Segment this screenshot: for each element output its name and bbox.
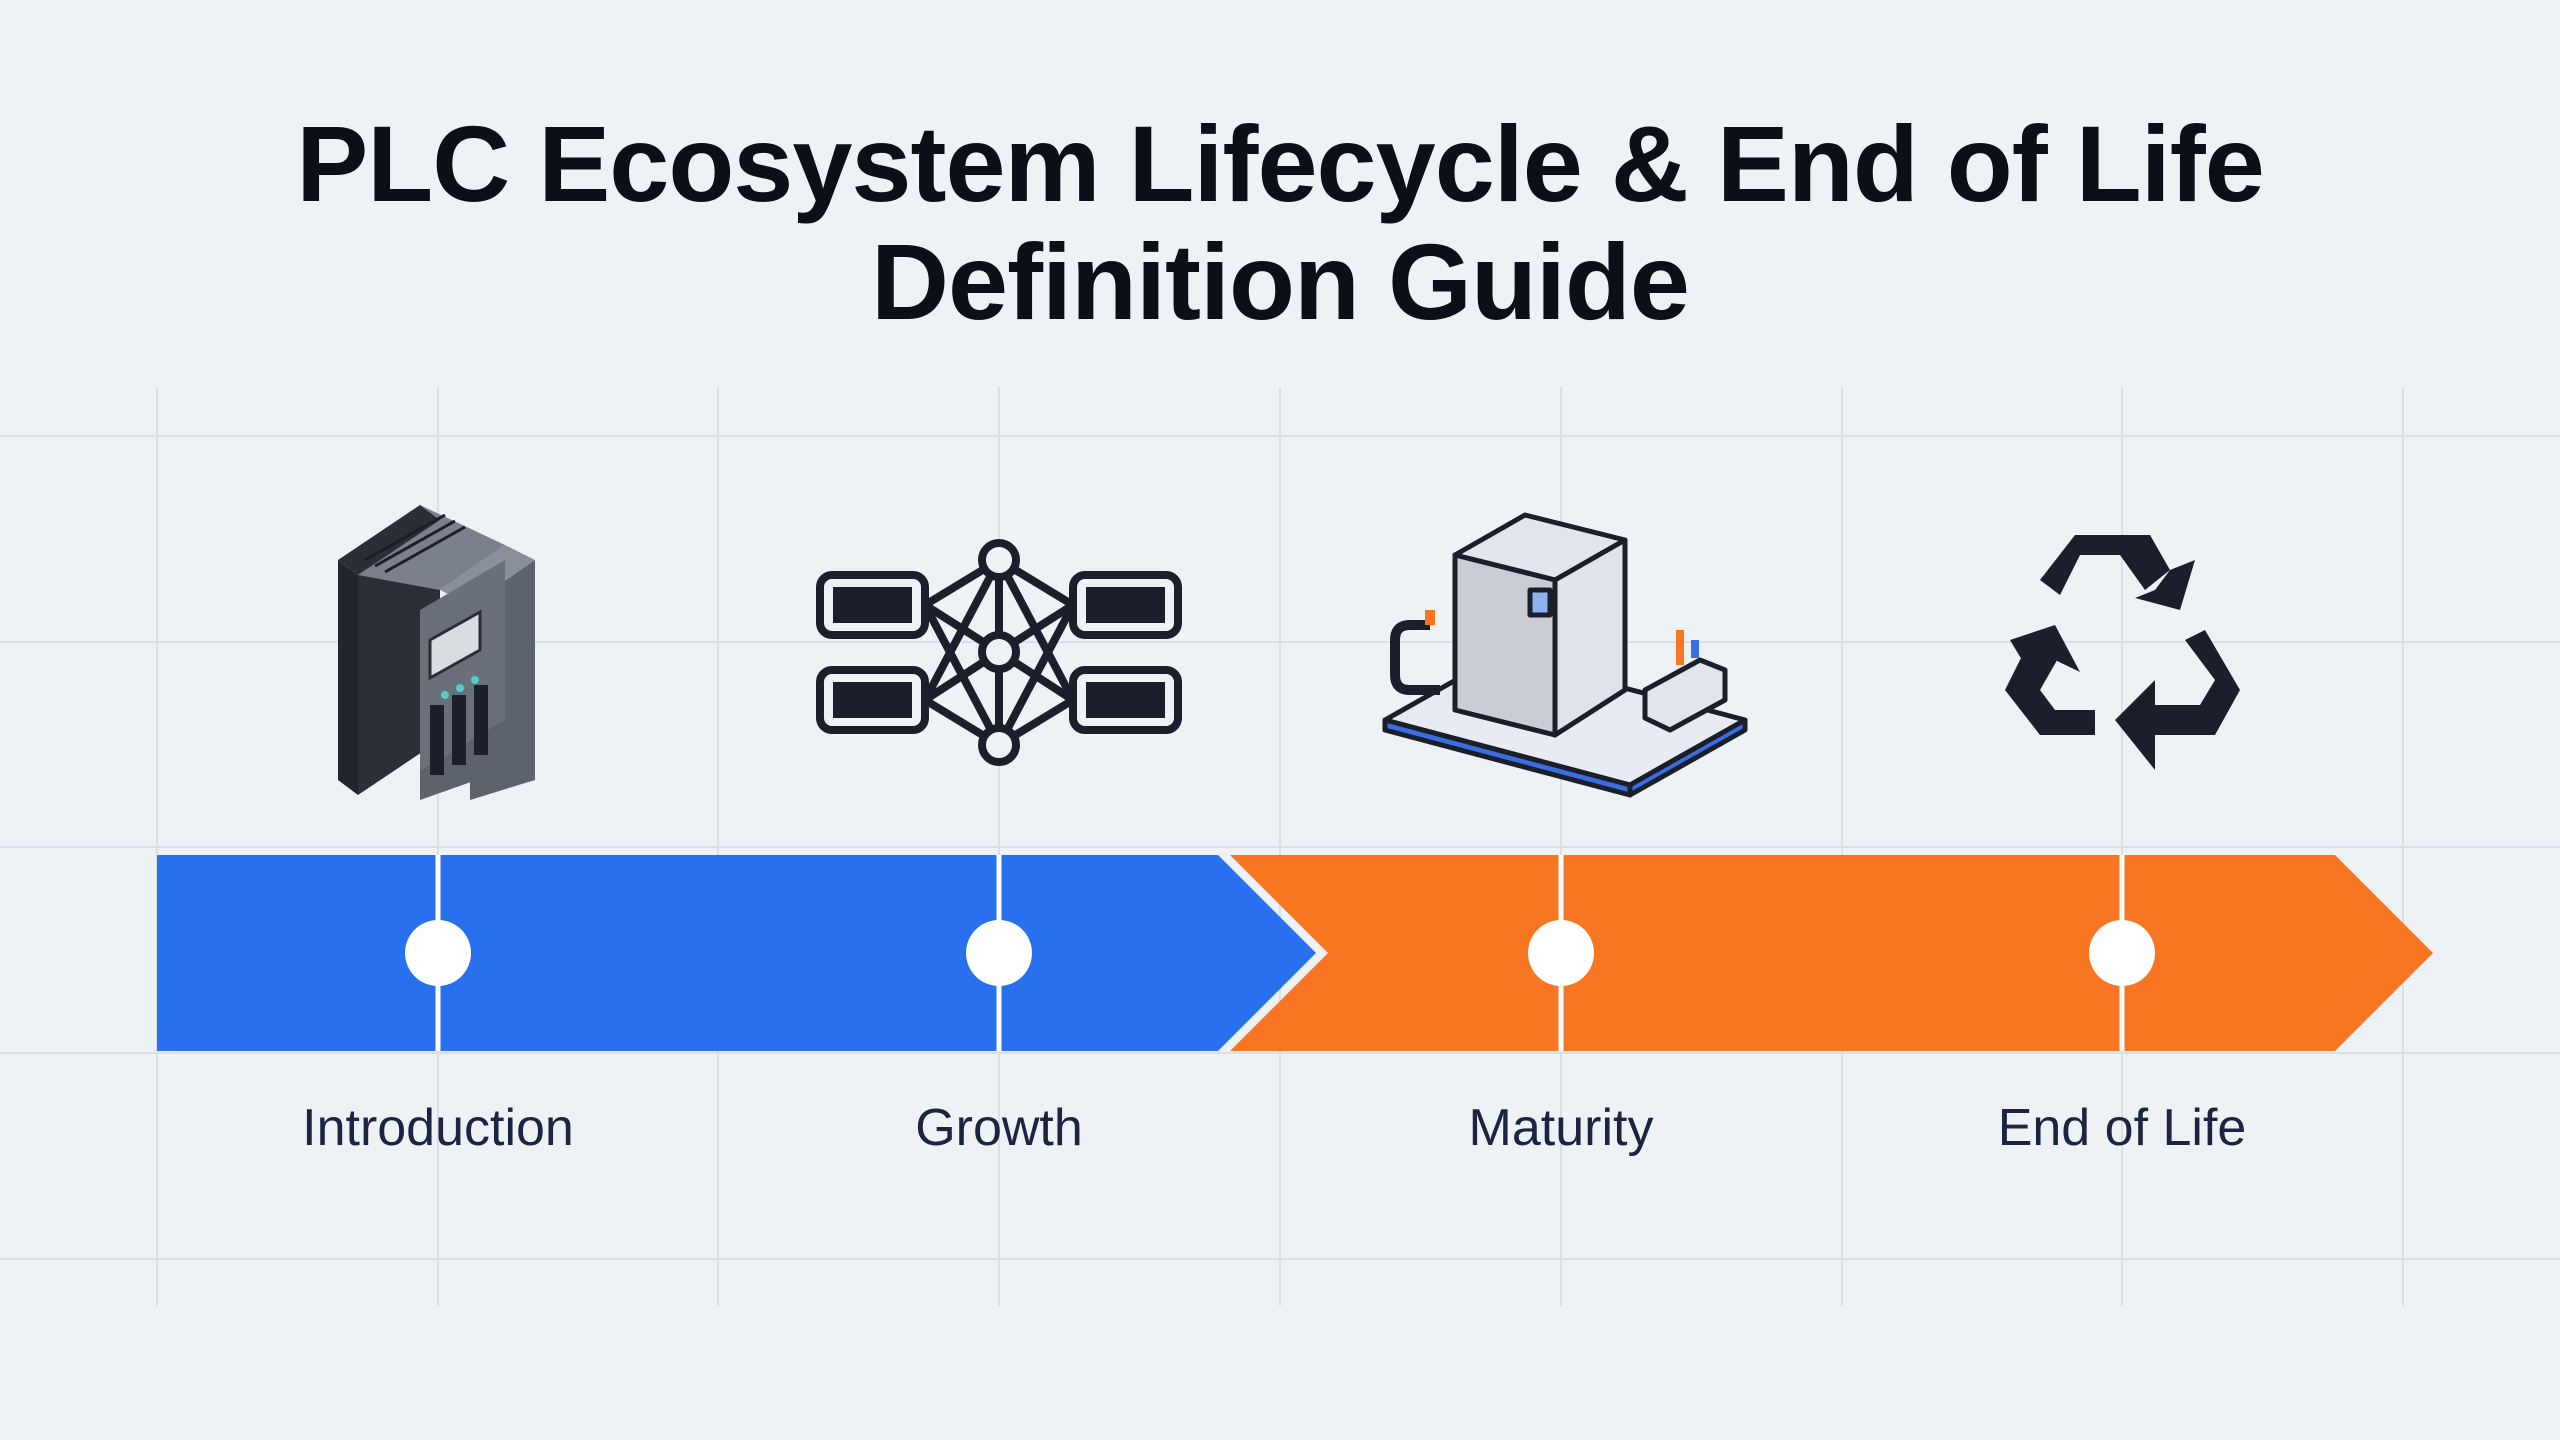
growth-phase-arrow bbox=[157, 855, 1316, 1051]
stage-marker-end-of-life bbox=[2089, 920, 2155, 986]
stage-marker-growth bbox=[966, 920, 1032, 986]
stage-marker-introduction bbox=[405, 920, 471, 986]
stage-label-growth: Growth bbox=[915, 1099, 1083, 1157]
stage-label-maturity: Maturity bbox=[1468, 1099, 1654, 1157]
timeline-markers bbox=[405, 855, 2155, 1051]
decline-phase-arrow bbox=[1230, 855, 2433, 1051]
background-grid bbox=[0, 387, 2560, 1306]
title-line-1: PLC Ecosystem Lifecycle & End of Life bbox=[296, 103, 2265, 224]
stage-label-introduction: Introduction bbox=[302, 1099, 574, 1157]
stage-label-end-of-life: End of Life bbox=[1997, 1099, 2247, 1157]
page-title: PLC Ecosystem Lifecycle & End of Life De… bbox=[0, 105, 2560, 341]
stage-marker-maturity bbox=[1528, 920, 1594, 986]
industrial-cabinet-icon bbox=[1382, 512, 1748, 798]
plc-controller-icon bbox=[338, 505, 535, 800]
title-line-2: Definition Guide bbox=[871, 221, 1690, 342]
network-nodes-icon bbox=[816, 539, 1182, 766]
recycle-icon bbox=[2005, 535, 2240, 770]
